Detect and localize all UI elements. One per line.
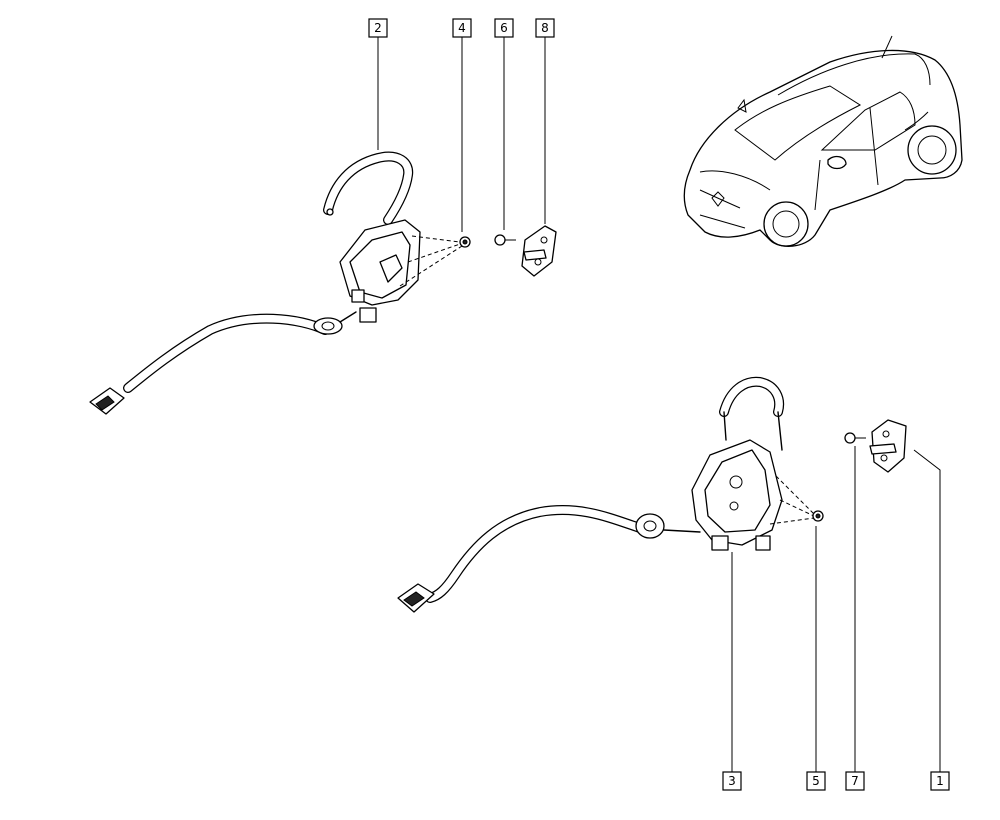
callout-7-label: 7 (851, 774, 859, 788)
car-illustration (683, 35, 963, 247)
callout-5: 5 (806, 771, 826, 791)
callout-2: 2 (368, 18, 388, 38)
callout-7: 7 (845, 771, 865, 791)
leader-lines (377, 37, 941, 772)
callout-4-label: 4 (458, 21, 466, 35)
callout-1: 1 (930, 771, 950, 791)
part-7-screw (844, 432, 866, 444)
part-8-striker (521, 225, 557, 277)
callout-8-label: 8 (541, 21, 549, 35)
part-4-screw (459, 236, 471, 248)
callout-1-label: 1 (936, 774, 944, 788)
callout-5-label: 5 (812, 774, 820, 788)
part-5-screw (812, 510, 824, 522)
callout-2-label: 2 (374, 21, 382, 35)
callout-4: 4 (452, 18, 472, 38)
upper-lock-assembly (89, 151, 463, 415)
callout-3: 3 (722, 771, 742, 791)
lower-lock-assembly (397, 376, 815, 613)
callout-6: 6 (494, 18, 514, 38)
callout-8: 8 (535, 18, 555, 38)
part-1-striker (869, 419, 907, 473)
callout-3-label: 3 (728, 774, 736, 788)
callout-6-label: 6 (500, 21, 508, 35)
part-6-screw (494, 234, 516, 246)
